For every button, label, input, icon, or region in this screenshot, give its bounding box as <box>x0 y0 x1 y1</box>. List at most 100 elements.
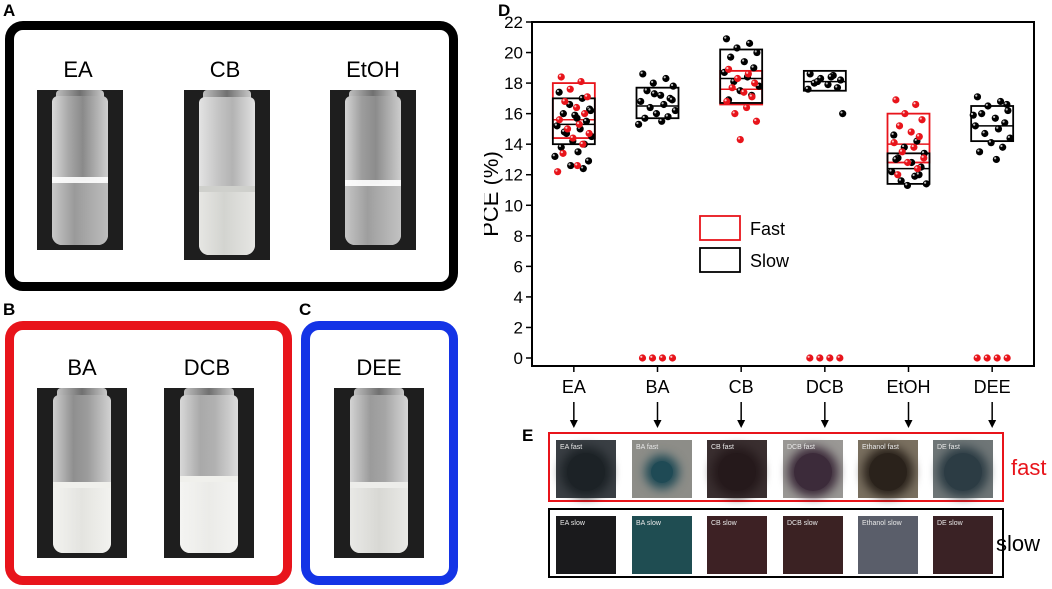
point-slow-ea-highlight <box>561 111 564 114</box>
point-slow-ea-highlight <box>579 96 583 99</box>
point-slow-dee-highlight <box>1000 144 1003 148</box>
point-slow-dee <box>996 97 1005 106</box>
point-fast-cb <box>752 117 761 125</box>
y-tick-label: 0 <box>514 349 523 368</box>
x-tick-label: CB <box>729 377 754 397</box>
point-fast-ea-highlight <box>555 169 558 172</box>
point-slow-dee-highlight <box>973 123 976 126</box>
point-slow-dee-highlight <box>994 157 997 160</box>
point-fast-cb-highlight <box>754 118 757 122</box>
sample-slow-5: DE slow <box>933 516 993 574</box>
point-slow-dee <box>991 114 999 122</box>
point-slow-dee <box>975 148 984 156</box>
point-slow-ba <box>671 106 679 115</box>
vial-label-dcb: DCB <box>183 355 231 380</box>
point-slow-dcb-highlight <box>828 74 832 77</box>
point-slow-ba-highlight <box>636 122 639 125</box>
vial-photo-dcb <box>164 388 254 558</box>
panel-e-letter: E <box>522 426 534 445</box>
point-fast-etoh <box>892 96 900 104</box>
point-slow-cb-highlight <box>731 79 734 82</box>
point-slow-etoh-highlight <box>891 132 894 135</box>
point-fast-ea-highlight <box>578 79 581 82</box>
point-slow-ba <box>635 120 643 128</box>
point-slow-cb <box>753 48 761 57</box>
point-fast-cb-highlight <box>732 111 735 114</box>
point-slow-dee-highlight <box>985 103 988 106</box>
x-tick-label: DEE <box>974 377 1011 397</box>
point-fast-cb <box>723 97 731 106</box>
point-slow-ea <box>557 143 565 151</box>
point-slow-etoh <box>890 131 898 139</box>
category-arrow-head <box>569 420 578 428</box>
point-fast-ea-highlight <box>574 105 577 108</box>
point-slow-ea <box>555 88 563 96</box>
x-tick-label: DCB <box>806 377 844 397</box>
point-fast-dee <box>993 354 1001 362</box>
point-slow-ea <box>584 157 593 165</box>
vial-label-etoh: EtOH <box>346 57 400 82</box>
point-slow-ba-highlight <box>658 93 661 96</box>
sample-spot <box>651 460 673 483</box>
point-slow-cb-highlight <box>728 54 731 58</box>
point-fast-ea <box>579 140 587 148</box>
point-fast-ba <box>638 354 647 362</box>
point-slow-ba <box>641 114 649 122</box>
point-slow-ba <box>660 100 668 109</box>
point-slow-dee-highlight <box>975 94 978 97</box>
point-fast-ea <box>561 97 569 106</box>
point-slow-ba-highlight <box>661 102 664 105</box>
point-slow-etoh <box>897 177 905 185</box>
point-fast-etoh-highlight <box>911 144 914 148</box>
point-slow-ba <box>658 117 666 125</box>
point-slow-ba <box>662 74 670 83</box>
point-slow-cb-highlight <box>734 45 737 48</box>
panel-c-letter: C <box>299 300 312 319</box>
point-slow-dcb <box>833 84 842 92</box>
point-slow-dee-highlight <box>982 131 985 134</box>
point-fast-ea <box>557 73 565 81</box>
point-slow-ba-highlight <box>654 111 657 114</box>
point-slow-ba-highlight <box>659 118 662 122</box>
point-slow-dee <box>973 93 982 101</box>
y-tick-label: 6 <box>514 257 523 276</box>
legend-swatch-slow <box>699 247 741 273</box>
point-fast-cb-highlight <box>749 94 752 97</box>
point-fast-dee <box>983 354 991 362</box>
point-slow-cb-highlight <box>724 36 727 39</box>
point-slow-ea-highlight <box>556 89 560 93</box>
category-arrow-head <box>737 420 746 428</box>
point-slow-ba <box>657 91 665 99</box>
sample-fast-1: BA fast <box>632 440 692 498</box>
point-fast-cb <box>731 110 739 118</box>
point-fast-cb <box>742 103 751 112</box>
point-fast-etoh-highlight <box>895 172 898 175</box>
sample-spot <box>567 452 605 491</box>
point-slow-dee <box>1003 100 1011 109</box>
point-slow-cb-highlight <box>751 65 754 68</box>
plot-frame <box>531 21 1035 367</box>
sample-slow-4: Ethanol slow <box>858 516 918 574</box>
point-fast-ea-highlight <box>582 111 585 114</box>
point-slow-dee <box>1006 134 1014 142</box>
point-fast-cb-highlight <box>744 105 747 108</box>
x-tick-label: EA <box>562 377 586 397</box>
point-slow-dee-highlight <box>996 126 999 129</box>
point-slow-cb-highlight <box>747 41 750 44</box>
y-tick-label: 4 <box>514 288 523 307</box>
point-fast-etoh-highlight <box>905 160 908 163</box>
point-fast-ea-highlight <box>580 141 583 145</box>
sample-label: Ethanol slow <box>862 520 902 527</box>
box-slow-dcb <box>802 69 847 92</box>
sample-spot <box>944 452 982 491</box>
point-slow-dcb-highlight <box>840 111 843 114</box>
point-fast-ba-highlight <box>660 355 663 358</box>
point-slow-etoh <box>915 171 923 179</box>
point-slow-ea <box>567 161 575 170</box>
slow-row-label: slow <box>996 531 1041 556</box>
point-fast-cb <box>740 88 748 96</box>
vial-label-cb: CB <box>209 57 241 82</box>
point-slow-dee-highlight <box>988 140 992 143</box>
point-fast-cb <box>724 65 733 73</box>
point-fast-dcb <box>806 354 814 362</box>
